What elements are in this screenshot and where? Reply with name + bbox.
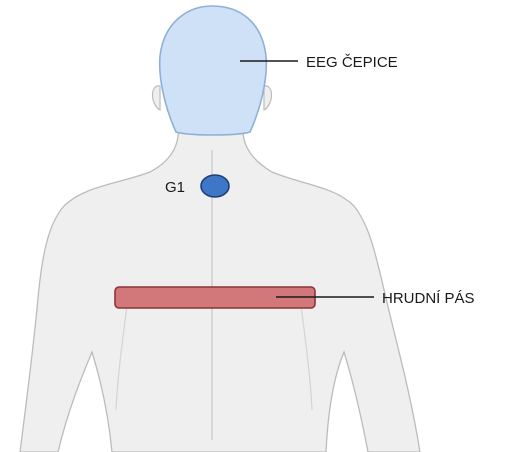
right-ear — [264, 86, 272, 110]
cap-label: EEG ČEPICE — [306, 54, 398, 71]
left-ear — [153, 86, 161, 110]
belt-label: HRUDNÍ PÁS — [382, 290, 475, 307]
electrode-label: G1 — [165, 179, 185, 196]
eeg-cap — [160, 6, 267, 135]
g1-electrode — [201, 175, 229, 197]
